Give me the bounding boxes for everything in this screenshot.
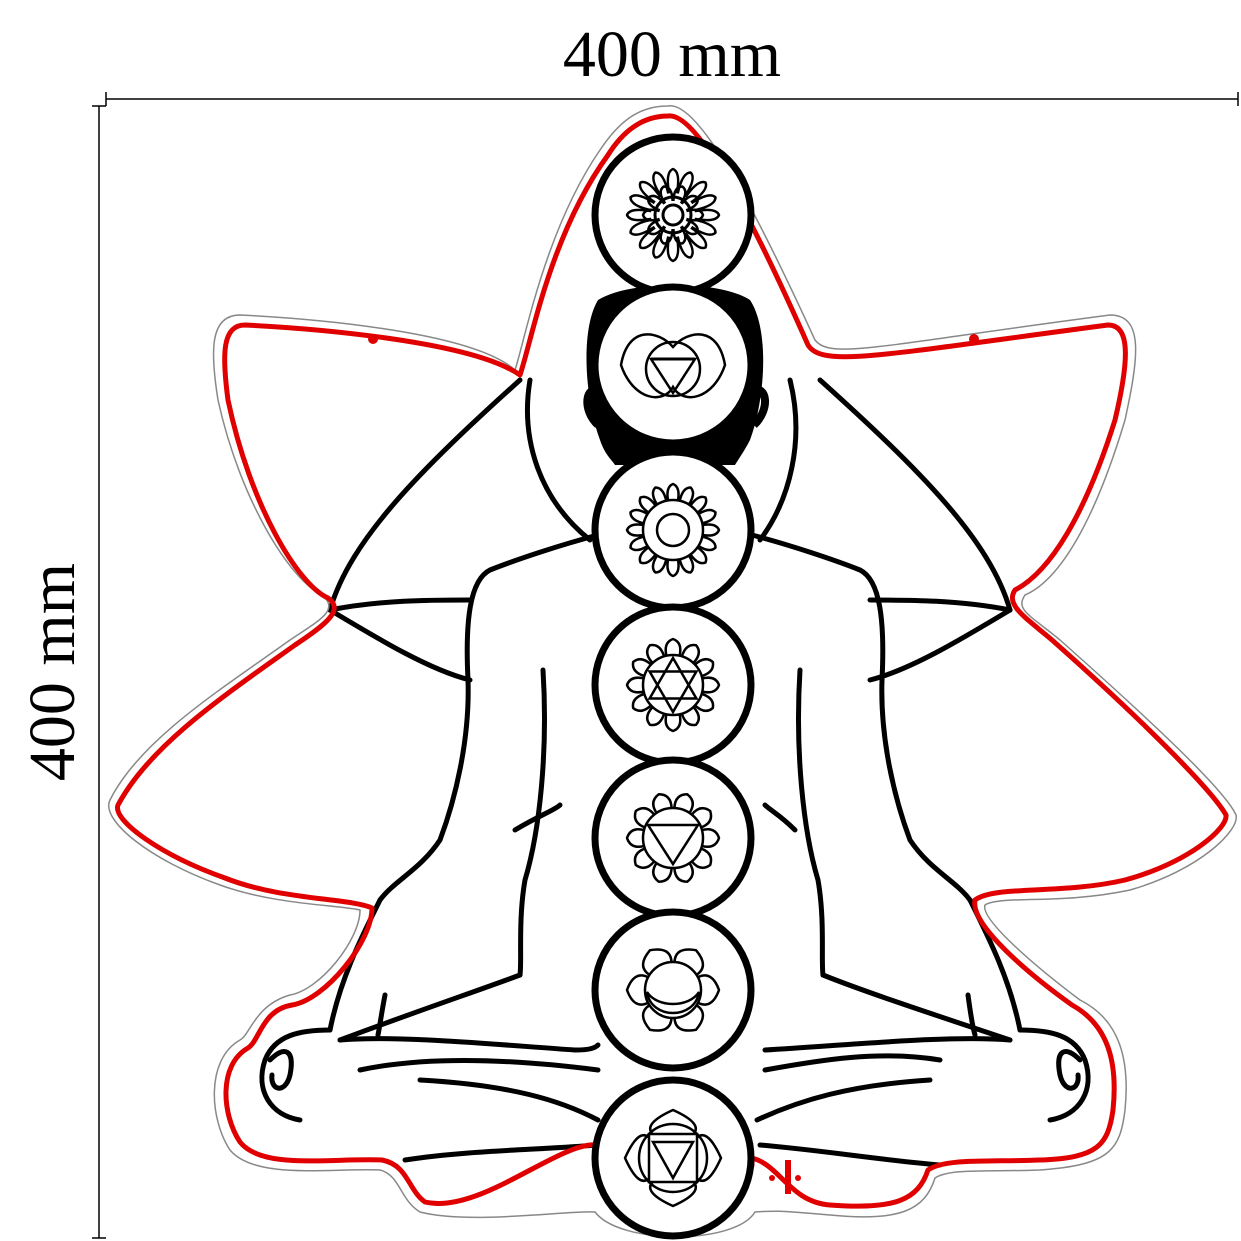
two-petal-triangle-icon xyxy=(619,333,727,399)
four-petal-square-icon xyxy=(623,1108,723,1208)
connector-dot-1 xyxy=(769,1175,775,1181)
chakra-sacral xyxy=(591,908,755,1072)
chakra-ring xyxy=(591,1076,755,1240)
chakra-crown xyxy=(591,133,755,297)
twelve-petal-hexagram-icon xyxy=(625,637,721,733)
chakra-ring xyxy=(591,908,755,1072)
mount-hole-right xyxy=(969,334,979,344)
chakra-heart xyxy=(591,603,755,767)
sixteen-petal-circle-icon xyxy=(625,482,721,578)
connector-dot-2 xyxy=(795,1175,801,1181)
connector-tab xyxy=(785,1160,791,1194)
outer-grey-contour xyxy=(107,105,1237,1238)
chakra-ring xyxy=(591,603,755,767)
chakra-column xyxy=(591,133,755,1240)
chakra-ring xyxy=(591,756,755,920)
chakra-root xyxy=(591,1076,755,1240)
chakra-ring xyxy=(591,448,755,612)
mount-hole-left xyxy=(368,334,378,344)
chakra-third-eye xyxy=(591,283,755,447)
thousand-petal-lotus-icon xyxy=(625,167,721,263)
body-outline xyxy=(259,532,1091,1168)
chakra-ring xyxy=(591,283,755,447)
chakra-ring xyxy=(591,133,755,297)
width-dimension-label: 400 mm xyxy=(563,18,781,91)
height-dimension-label: 400 mm xyxy=(16,563,89,781)
six-petal-crescent-icon xyxy=(625,948,721,1032)
height-dimension: 400 mm xyxy=(16,105,106,1239)
chakra-solar-plexus xyxy=(591,756,755,920)
ten-petal-triangle-icon xyxy=(625,793,721,883)
chakra-throat xyxy=(591,448,755,612)
width-dimension: 400 mm xyxy=(105,18,1239,106)
